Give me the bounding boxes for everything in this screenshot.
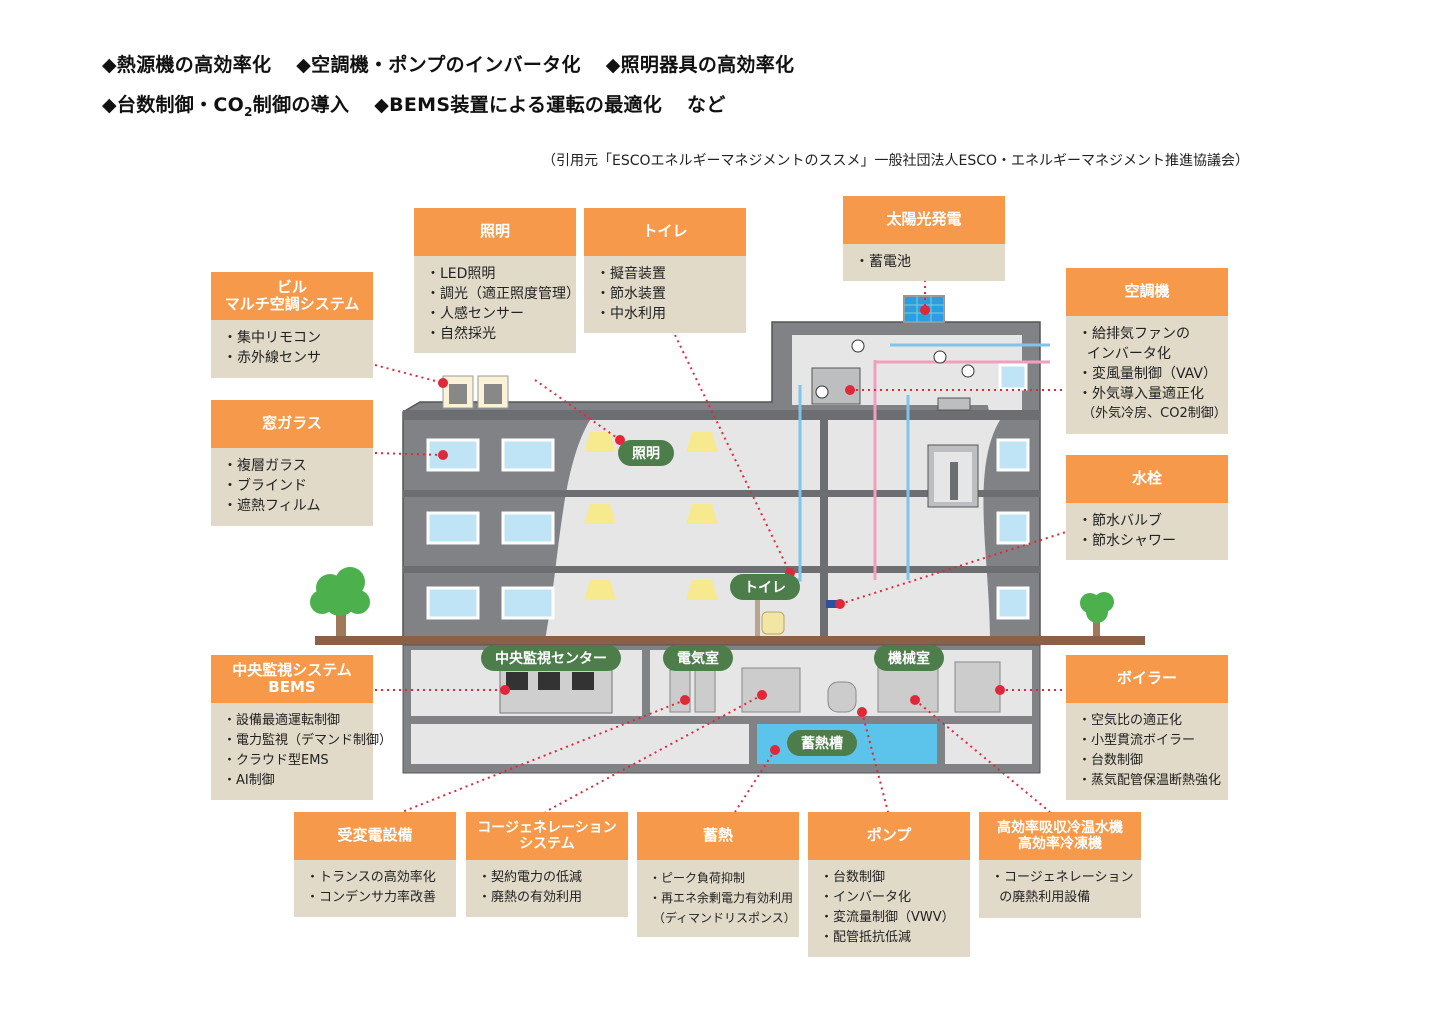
card-item: ・クラウド型EMS <box>223 753 329 768</box>
card-item: ・節水装置 <box>596 286 666 302</box>
card-title: 窓ガラス <box>211 400 373 448</box>
card-item: ・再エネ余剰電力有効利用 <box>649 891 794 905</box>
measure-subscript: 2 <box>244 104 253 119</box>
card-window-glass: 窓ガラス ・複層ガラス・ブラインド・遮熱フィルム <box>211 400 373 526</box>
card-title: ビル マルチ空調システム <box>211 272 373 320</box>
card-item: ・遮熱フィルム <box>223 498 321 514</box>
card-cogeneration: コージェネレーション システム ・契約電力の低減・廃熱の有効利用 <box>466 812 628 917</box>
card-boiler: ボイラー ・空気比の適正化・小型貫流ボイラー・台数制御・蒸気配管保温断熱強化 <box>1066 655 1228 800</box>
card-title: 中央監視システム BEMS <box>211 655 373 703</box>
card-title: 空調機 <box>1066 268 1228 316</box>
citation: （引用元「ESCOエネルギーマネジメントのススメ」一般社団法人ESCO・エネルギ… <box>542 153 1250 169</box>
measure-text: 制御の導入 <box>252 94 350 116</box>
card-pump: ポンプ ・台数制御・インバータ化・変流量制御（VWV） ・配管抵抗低減 <box>808 812 970 957</box>
card-title: ポンプ <box>808 812 970 860</box>
card-item: ・契約電力の低減 <box>478 870 583 885</box>
card-title: 蓄熱 <box>637 812 799 860</box>
card-faucet: 水栓 ・節水バルブ・節水シャワー <box>1066 455 1228 560</box>
card-item: ・AI制御 <box>223 773 275 788</box>
card-item: ・空気比の適正化 <box>1078 713 1183 728</box>
card-title: 太陽光発電 <box>843 196 1005 244</box>
leader-dots <box>438 305 1005 755</box>
card-item: インバータ化 <box>1078 346 1171 362</box>
building <box>402 321 1050 674</box>
card-item: ・節水シャワー <box>1078 533 1176 549</box>
measure-item: など <box>687 94 726 116</box>
ground-line <box>315 636 1145 645</box>
measure-item: ◆台数制御・CO2制御の導入 <box>102 94 350 119</box>
card-item: の廃熱利用設備 <box>991 890 1091 905</box>
measure-item: ◆照明器具の高効率化 <box>605 54 795 76</box>
card-item: ・コンデンサ力率改善 <box>306 890 437 905</box>
card-item: ・外気導入量適正化 <box>1078 386 1204 402</box>
outdoor-ac-unit-icon <box>442 375 509 409</box>
card-title: 受変電設備 <box>294 812 456 860</box>
card-title: 高効率吸収冷温水機 高効率冷凍機 <box>979 812 1141 860</box>
card-item: ・ブラインド <box>223 478 307 494</box>
card-item: ・自然採光 <box>426 326 496 342</box>
measure-item: ◆BEMS装置による運転の最適化 <box>374 94 663 116</box>
label-lighting: 照明 <box>618 440 674 466</box>
label-central-monitoring: 中央監視センター <box>481 645 621 671</box>
card-title: 照明 <box>414 208 576 256</box>
card-item: ・調光（適正照度管理） <box>426 286 580 302</box>
card-solar: 太陽光発電 ・蓄電池 <box>843 196 1005 281</box>
label-heat-storage-tank: 蓄熱槽 <box>787 730 857 756</box>
measure-text: ◆台数制御・CO <box>102 94 245 116</box>
card-title: トイレ <box>584 208 746 256</box>
card-item: ・トランスの高効率化 <box>306 870 436 885</box>
card-item: （外気冷房、CO2制御） <box>1078 406 1227 421</box>
card-item: ・配管抵抗低減 <box>820 930 912 945</box>
card-item: ・ピーク負荷抑制 <box>649 871 746 885</box>
leader-lines <box>374 280 1067 813</box>
card-item: ・中水利用 <box>596 306 666 322</box>
card-item: （ディマンドリスポンス） <box>649 911 796 925</box>
tree-icon <box>1080 592 1114 640</box>
card-air-conditioner: 空調機 ・給排気ファンの インバータ化・変風量制御（VAV）・外気導入量適正化 … <box>1066 268 1228 434</box>
card-item: ・設備最適運転制御 <box>223 713 341 728</box>
card-toilet: トイレ ・擬音装置・節水装置・中水利用 <box>584 208 746 333</box>
measures-line-2: ◆台数制御・CO2制御の導入 ◆BEMS装置による運転の最適化 など <box>102 90 744 119</box>
tree-icon <box>310 567 370 640</box>
card-chiller: 高効率吸収冷温水機 高効率冷凍機 ・コージェネレーション の廃熱利用設備 <box>979 812 1141 918</box>
card-item: ・蓄電池 <box>855 254 911 270</box>
card-item: ・複層ガラス <box>223 458 307 474</box>
measures-line-1: ◆熱源機の高効率化 ◆空調機・ポンプのインバータ化 ◆照明器具の高効率化 <box>102 50 812 77</box>
card-item: ・インバータ化 <box>820 890 912 905</box>
card-title: 水栓 <box>1066 455 1228 503</box>
card-title: ボイラー <box>1066 655 1228 703</box>
card-item: ・擬音装置 <box>596 266 666 282</box>
card-item: ・人感センサー <box>426 306 524 322</box>
card-item: ・節水バルブ <box>1078 513 1162 529</box>
card-item: ・台数制御 <box>1078 753 1144 768</box>
card-item: ・変流量制御（VWV） <box>820 910 955 925</box>
card-bems: 中央監視システム BEMS ・設備最適運転制御・電力監視（デマンド制御） ・クラウ… <box>211 655 393 800</box>
card-substation: 受変電設備 ・トランスの高効率化・コンデンサ力率改善 <box>294 812 456 917</box>
card-item: ・蒸気配管保温断熱強化 <box>1078 773 1222 788</box>
card-item: ・小型貫流ボイラー <box>1078 733 1196 748</box>
card-item: ・廃熱の有効利用 <box>478 890 583 905</box>
card-item: ・台数制御 <box>820 870 886 885</box>
card-item: ・給排気ファンの <box>1078 326 1190 342</box>
card-lighting: 照明 ・LED照明・調光（適正照度管理） ・人感センサー・自然採光 <box>414 208 580 353</box>
card-title: コージェネレーション システム <box>466 812 628 860</box>
label-electrical-room: 電気室 <box>663 645 733 671</box>
card-item: ・コージェネレーション <box>991 870 1134 885</box>
card-item: ・LED照明 <box>426 266 496 282</box>
label-toilet: トイレ <box>730 574 800 600</box>
card-item: ・集中リモコン <box>223 330 321 346</box>
card-building-multi-ac: ビル マルチ空調システム ・集中リモコン・赤外線センサ <box>211 272 373 378</box>
measure-item: ◆空調機・ポンプのインバータ化 <box>296 54 581 76</box>
label-machine-room: 機械室 <box>874 645 944 671</box>
card-item: ・変風量制御（VAV） <box>1078 366 1217 382</box>
card-item: ・電力監視（デマンド制御） <box>223 733 393 748</box>
measure-item: ◆熱源機の高効率化 <box>102 54 272 76</box>
card-item: ・赤外線センサ <box>223 350 321 366</box>
card-heat-storage: 蓄熱 ・ピーク負荷抑制・再エネ余剰電力有効利用 （ディマンドリスポンス） <box>637 812 799 937</box>
